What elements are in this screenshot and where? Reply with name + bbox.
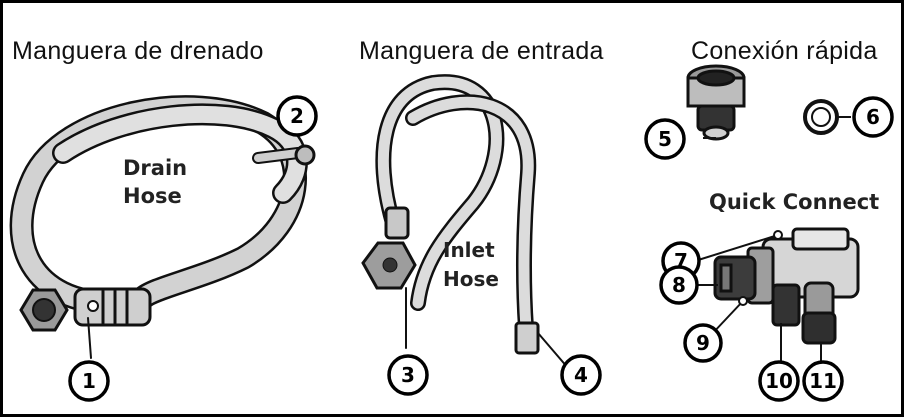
drain-label-line1: Drain	[123, 156, 187, 180]
svg-text:3: 3	[401, 363, 415, 387]
parts-illustration: Drain Hose Inlet Hose	[9, 64, 894, 402]
callout-2: 2	[276, 95, 318, 137]
heading-drain-hose: Manguera de drenado	[12, 37, 264, 65]
callout-9: 9	[683, 323, 723, 363]
inlet-label-line1: Inlet	[443, 238, 495, 262]
heading-inlet-hose: Manguera de entrada	[359, 37, 604, 65]
callout-10: 10	[758, 360, 800, 402]
svg-text:8: 8	[672, 273, 686, 297]
callout-3: 3	[387, 354, 429, 396]
callout-1: 1	[68, 360, 110, 402]
quick-connect-body-illustration	[713, 227, 860, 345]
callout-6: 6	[852, 96, 894, 138]
callout-4: 4	[560, 354, 602, 396]
quick-connect-label: Quick Connect	[709, 190, 879, 214]
callout-leaders	[693, 137, 822, 361]
svg-text:6: 6	[866, 105, 880, 129]
heading-quick-connect: Conexión rápida	[691, 37, 878, 65]
inlet-label-line2: Hose	[443, 267, 499, 291]
drain-hose-illustration	[9, 95, 316, 359]
drain-label-line2: Hose	[123, 184, 182, 208]
quick-connect-adapter-illustration	[686, 64, 746, 141]
svg-text:10: 10	[765, 369, 793, 393]
callout-8: 8	[659, 265, 699, 305]
callout-11: 11	[802, 360, 844, 402]
svg-text:4: 4	[574, 363, 588, 387]
callout-5: 5	[644, 118, 686, 160]
inlet-hose-illustration	[361, 74, 569, 369]
washer-ring-illustration	[803, 99, 839, 135]
svg-text:9: 9	[696, 331, 710, 355]
svg-text:11: 11	[809, 369, 837, 393]
svg-text:2: 2	[290, 104, 304, 128]
svg-text:1: 1	[82, 369, 96, 393]
svg-text:5: 5	[658, 127, 672, 151]
